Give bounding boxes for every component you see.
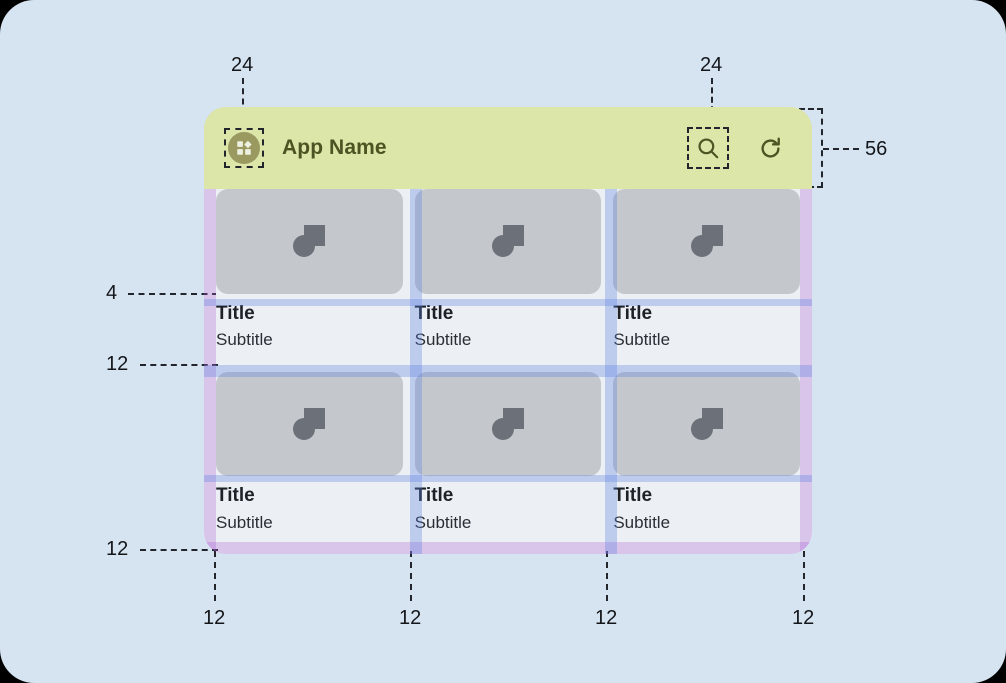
- annotation-appbar-height: 56: [865, 138, 888, 160]
- card-title: Title: [216, 302, 255, 324]
- annotation-leader-row-gutter: [140, 364, 218, 366]
- list-item[interactable]: Title Subtitle: [414, 371, 602, 542]
- card-title: Title: [414, 302, 454, 324]
- card-text: Title Subtitle: [216, 298, 403, 360]
- app-frame: App Name: [204, 107, 812, 554]
- annotation-search-icon-size: 24: [700, 54, 723, 76]
- card-text: Title Subtitle: [613, 480, 800, 542]
- list-item[interactable]: Title Subtitle: [414, 189, 602, 360]
- app-title: App Name: [282, 136, 387, 159]
- annotation-row-gutter: 12: [106, 353, 129, 375]
- refresh-icon: [761, 137, 780, 157]
- image-placeholder-icon: [491, 225, 524, 258]
- card-media: [414, 189, 602, 294]
- annotation-leader-menu-icon: [242, 78, 244, 125]
- dashboard-grid-icon: [228, 132, 260, 164]
- card-text: Title Subtitle: [415, 298, 602, 360]
- card-media: [613, 189, 800, 294]
- card-subtitle: Subtitle: [613, 330, 671, 350]
- card-subtitle: Subtitle: [216, 512, 273, 532]
- annotation-leader-col-mark-2: [410, 551, 412, 601]
- card-subtitle: Subtitle: [414, 330, 472, 350]
- annotation-col-mark-3: 12: [595, 607, 618, 629]
- annotation-col-mark-4: 12: [792, 607, 815, 629]
- list-item[interactable]: Title Subtitle: [613, 189, 800, 360]
- list-item[interactable]: Title Subtitle: [216, 189, 403, 360]
- card-media: [216, 189, 403, 294]
- list-item[interactable]: Title Subtitle: [613, 371, 800, 542]
- image-placeholder-icon: [293, 225, 326, 258]
- image-placeholder-icon: [690, 225, 723, 258]
- card-text: Title Subtitle: [613, 298, 800, 360]
- card-grid: Title Subtitle Title Subtitle: [204, 189, 812, 554]
- card-media: [613, 371, 800, 476]
- annotation-title-gap: 4: [106, 282, 118, 304]
- card-media: [216, 371, 403, 476]
- annotation-leader-col-mark-1: [214, 551, 216, 601]
- annotation-leader-title-gap: [128, 293, 218, 295]
- image-placeholder-icon: [293, 407, 326, 440]
- card-title: Title: [414, 485, 454, 506]
- image-placeholder-icon: [491, 407, 524, 440]
- image-placeholder-icon: [690, 407, 723, 440]
- card-title: Title: [216, 485, 255, 506]
- annotation-col-mark-2: 12: [399, 607, 422, 629]
- annotation-bottom-padding: 12: [106, 538, 129, 560]
- menu-button[interactable]: [224, 128, 264, 168]
- annotation-leader-search-icon: [711, 78, 713, 131]
- annotation-leader-bottom-padding: [140, 549, 218, 551]
- card-title: Title: [613, 302, 653, 324]
- app-bar-actions: [687, 127, 784, 169]
- card-text: Title Subtitle: [216, 480, 403, 542]
- card-text: Title Subtitle: [415, 480, 602, 542]
- card-title: Title: [613, 485, 653, 506]
- card-subtitle: Subtitle: [216, 330, 273, 350]
- card-subtitle: Subtitle: [613, 512, 671, 532]
- app-bar: App Name: [204, 107, 812, 189]
- card-media: [414, 371, 602, 476]
- annotation-leader-appbar-height: [823, 148, 859, 150]
- annotation-leader-col-mark-3: [606, 551, 608, 601]
- annotation-menu-icon-size: 24: [231, 54, 254, 76]
- search-icon: [698, 138, 719, 159]
- card-subtitle: Subtitle: [414, 512, 472, 532]
- search-button[interactable]: [687, 127, 729, 169]
- refresh-button[interactable]: [757, 135, 784, 162]
- annotation-col-mark-1: 12: [203, 607, 226, 629]
- annotation-leader-col-mark-4: [803, 551, 805, 601]
- list-item[interactable]: Title Subtitle: [216, 371, 403, 542]
- app-bar-leading: App Name: [224, 128, 387, 168]
